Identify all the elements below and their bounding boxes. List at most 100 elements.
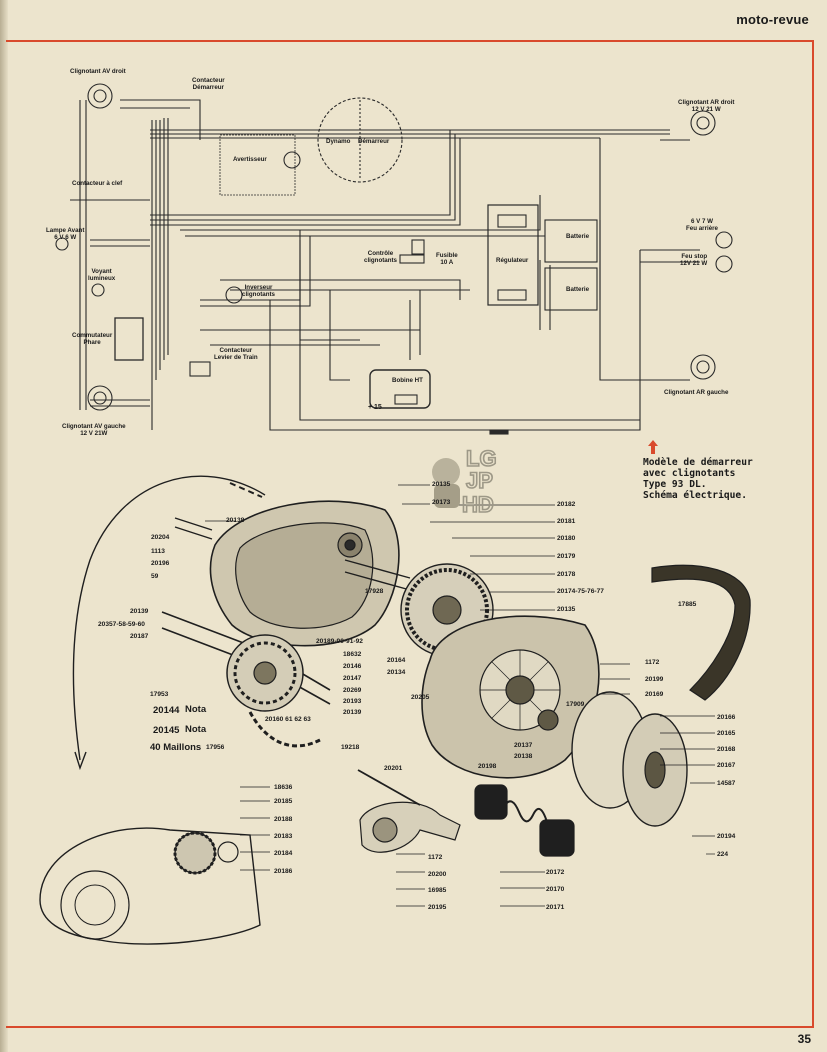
caption-marker-icon: [648, 440, 658, 454]
label-fusible: Fusible 10 A: [436, 252, 458, 266]
part-number-label: 20179: [557, 553, 576, 560]
magazine-brand: moto-revue: [736, 12, 809, 27]
label-regulateur: Régulateur: [496, 257, 529, 264]
label-contacteur-demarreur-line1: Contacteur: [192, 77, 225, 84]
part-number-label: 20138: [226, 517, 245, 524]
part-number-label: 20145: [153, 725, 180, 736]
caption-line-2: avec clignotants: [643, 468, 736, 479]
label-clignotant-ar-droit-line2: 12 V 21 W: [691, 106, 721, 113]
page-number: 35: [797, 1032, 811, 1046]
part-number-label: 20201: [384, 765, 403, 772]
label-lampe-avant-line1: Lampe Avant: [46, 227, 85, 234]
part-number-label: 20164: [387, 657, 406, 664]
label-fusible-line1: Fusible: [436, 252, 458, 259]
part-number-label: 20205: [411, 694, 430, 701]
part-number-label: 20186: [274, 868, 293, 875]
part-number-label: 20185: [274, 798, 293, 805]
figure-caption: Modèle de démarreur avec clignotants Typ…: [643, 457, 763, 501]
part-number-label: 20183: [274, 833, 293, 840]
label-commutateur-line1: Commutateur: [72, 332, 113, 339]
part-number-label: 20193: [343, 698, 362, 705]
part-number-label: 20195: [428, 904, 447, 911]
label-lampe-avant-line2: 6 V 6 W: [54, 234, 77, 241]
part-number-label: 20182: [557, 501, 576, 508]
caption-line-1: Modèle de démarreur: [643, 457, 753, 468]
part-number-label: 16985: [428, 887, 447, 894]
part-number-label: 20194: [717, 833, 736, 840]
part-number-label: 20137: [514, 742, 533, 749]
label-clignotant-av-gauche-line1: Clignotant AV gauche: [62, 423, 126, 430]
label-controle-line1: Contrôle: [367, 250, 394, 257]
part-number-label: 20199: [645, 676, 664, 683]
label-fusible-line2: 10 A: [440, 259, 454, 266]
wiring-diagram: [55, 83, 733, 435]
part-number-label: 59: [151, 573, 159, 580]
part-number-label: 1172: [428, 854, 443, 861]
part-number-label: 20181: [557, 518, 576, 525]
part-number-label: 17953: [150, 691, 169, 698]
part-number-label: 20171: [546, 904, 565, 911]
page-spine: [0, 0, 8, 1052]
part-number-label: 20188: [274, 816, 293, 823]
part-number-label: 1172: [645, 659, 660, 666]
label-commutateur-line2: Phare: [83, 339, 101, 346]
part-number-label: 20169: [645, 691, 664, 698]
part-number-label: 19218: [341, 744, 360, 751]
label-contacteur-levier-line2: Levier de Train: [214, 354, 258, 361]
part-number-label: 20200: [428, 871, 447, 878]
part-number-label: 20135: [557, 606, 576, 613]
part-number-label: 20170: [546, 886, 565, 893]
label-controle-clignotants: Contrôle clignotants: [364, 250, 397, 264]
label-feu-arriere-line2: Feu arrière: [686, 225, 718, 232]
part-number-label: 20174-75-76-77: [557, 588, 604, 595]
part-number-label: 17928: [365, 588, 384, 595]
label-feu-arriere-line1: 6 V 7 W: [690, 218, 713, 225]
label-clignotant-ar-gauche: Clignotant AR gauche: [664, 389, 729, 396]
part-number-label: 20165: [717, 730, 736, 737]
part-number-label: 40 Maillons: [150, 742, 202, 753]
label-bobine-ht: Bobine HT: [392, 377, 423, 384]
part-number-label: 20166: [717, 714, 736, 721]
label-inverseur-clignotants: Inverseur clignotants: [242, 284, 275, 298]
part-number-label: 20135: [432, 481, 451, 488]
part-number-label: 1113: [151, 548, 165, 555]
label-contacteur-levier: Contacteur Levier de Train: [214, 347, 258, 361]
part-number-label: 20180: [557, 535, 576, 542]
svg-text:HD: HD: [462, 492, 494, 516]
part-number-label: 17909: [566, 701, 585, 708]
part-number-label: 20134: [387, 669, 406, 676]
label-feu-stop-line1: Feu stop: [681, 253, 708, 260]
svg-text:LG: LG: [466, 446, 497, 471]
label-feu-stop-line2: 12V 21 W: [680, 260, 708, 267]
label-batterie-1: Batterie: [566, 233, 590, 240]
label-commutateur-phare: Commutateur Phare: [72, 332, 112, 346]
part-number-label: 20204: [151, 534, 170, 541]
part-number-label: 20146: [343, 663, 362, 670]
part-number-label: 224: [717, 851, 729, 858]
part-number-label: 20173: [432, 499, 451, 506]
part-number-label: 20198: [478, 763, 497, 770]
label-dynamo: Dynamo: [326, 138, 351, 145]
part-number-label: 20147: [343, 675, 362, 682]
part-number-label: 20357-58-59-60: [98, 621, 145, 628]
part-number-label: 20172: [546, 869, 565, 876]
label-clignotant-av-droit: Clignotant AV droit: [70, 68, 126, 75]
label-contacteur-levier-line1: Contacteur: [219, 347, 253, 354]
part-number-label: Nota: [185, 704, 207, 715]
part-number-label: 20139: [343, 709, 362, 716]
part-number-label: 18632: [343, 651, 362, 658]
label-voyant-lumineux: Voyant lumineux: [88, 268, 115, 282]
part-number-label: 20189-90-91-92: [316, 638, 363, 645]
label-inverseur-line1: Inverseur: [244, 284, 273, 291]
label-voyant-line2: lumineux: [88, 275, 116, 282]
caption-line-3: Type 93 DL.: [643, 479, 707, 490]
label-contacteur-demarreur: Contacteur Démarreur: [192, 77, 225, 91]
label-clignotant-av-gauche-line2: 12 V 21W: [80, 430, 108, 437]
part-number-label: 14587: [717, 780, 736, 787]
part-number-label: 20196: [151, 560, 170, 567]
label-inverseur-line2: clignotants: [242, 291, 276, 298]
svg-text:JP: JP: [466, 468, 493, 493]
part-number-label: 20139: [130, 608, 149, 615]
part-number-label: 18636: [274, 784, 293, 791]
